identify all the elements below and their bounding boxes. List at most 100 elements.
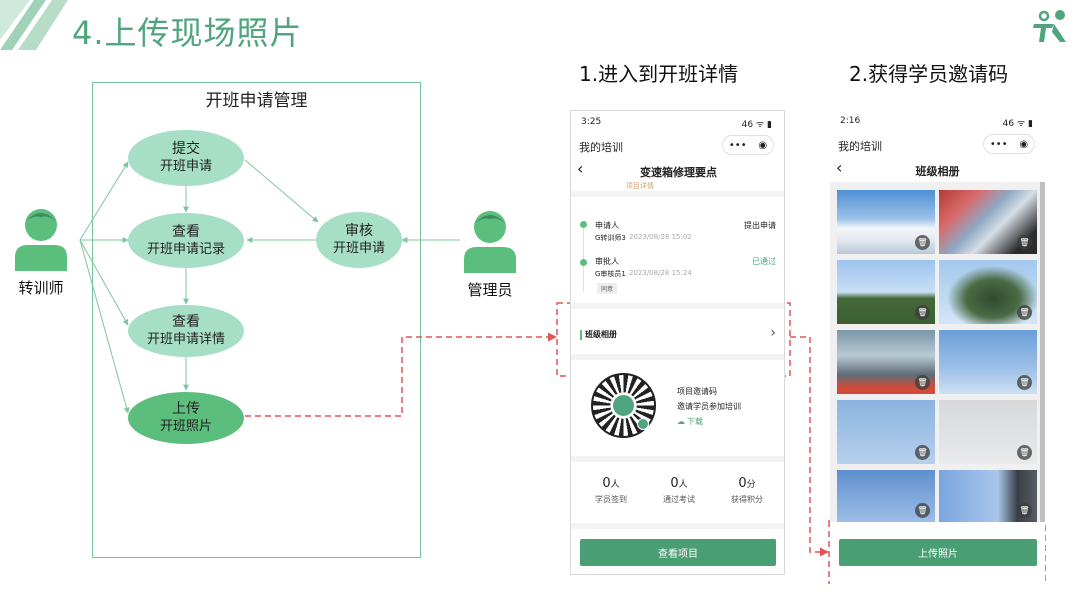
page-title: 变速箱修理要点 — [640, 166, 717, 179]
timeline-name: G审核员1 — [595, 270, 626, 278]
status-icons: 46 ᯤ ▮ — [1002, 119, 1033, 129]
stat-unit: 人 — [678, 480, 688, 490]
stat-value: 0 — [602, 476, 611, 491]
upload-photo-button[interactable]: 上传照片 — [839, 539, 1037, 566]
back-icon[interactable]: ‹ — [836, 158, 843, 177]
download-label: 下载 — [687, 417, 703, 426]
stat-label: 获得积分 — [731, 495, 763, 504]
stat-unit: 人 — [610, 480, 620, 490]
trash-icon[interactable]: 🗑 — [1017, 445, 1032, 460]
invite-code-label: 项目邀请码 — [677, 387, 717, 396]
more-icon[interactable]: ••• — [989, 138, 1008, 150]
timeline-time: 2023/08/28 15:24 — [629, 269, 692, 277]
timeline-dot — [580, 259, 587, 266]
view-detail-line1: 查看 — [172, 314, 200, 330]
timeline-line — [583, 224, 584, 292]
timeline-time: 2023/08/28 15:02 — [629, 233, 692, 241]
trash-icon[interactable]: 🗑 — [915, 305, 930, 320]
scrollbar[interactable] — [1040, 182, 1045, 522]
timeline-role: 申请人 — [595, 221, 619, 230]
stat-label: 学员签到 — [595, 495, 627, 504]
view-records-line2: 开班申请记录 — [146, 241, 225, 257]
review-node-line1: 审核 — [345, 223, 373, 239]
album-photo[interactable]: 🗑 — [939, 400, 1037, 464]
album-photo[interactable]: 🗑 — [939, 470, 1037, 522]
timeline-status: 提出申请 — [744, 221, 776, 230]
admin-actor-icon — [464, 211, 516, 273]
cloud-download-icon: ☁ — [677, 417, 685, 426]
qr-badge-icon — [637, 418, 649, 430]
page-title: 班级相册 — [915, 165, 960, 178]
timeline-status: 已通过 — [752, 257, 776, 266]
trainer-actor-label: 转训师 — [18, 279, 64, 297]
step2-title: 2.获得学员邀请码 — [849, 62, 1009, 86]
mini-program-label: 我的培训 — [579, 141, 623, 154]
trash-icon[interactable]: 🗑 — [915, 235, 930, 250]
timeline-role: 审批人 — [595, 257, 619, 266]
status-time: 2:16 — [840, 116, 861, 126]
status-time: 3:25 — [581, 117, 602, 127]
stat-exam: 0人 通过考试 — [651, 476, 707, 505]
trainer-actor-icon — [15, 209, 67, 271]
upload-node-line2: 开班照片 — [159, 419, 212, 434]
stat-value: 0 — [738, 476, 747, 491]
album-photo[interactable]: 🗑 — [939, 260, 1037, 324]
timeline-name: G转训师3 — [595, 234, 626, 242]
album-label: 班级相册 — [585, 330, 617, 339]
timeline-dot — [580, 221, 587, 228]
more-icon[interactable]: ••• — [728, 139, 747, 151]
admin-actor-label: 管理员 — [467, 281, 513, 299]
album-photo[interactable]: 🗑 — [939, 330, 1037, 394]
mini-program-capsule[interactable]: ••• ◉ — [983, 134, 1035, 154]
view-detail-node: 查看 开班申请详情 — [128, 305, 244, 357]
invite-description: 邀请学员参加培训 — [677, 402, 741, 411]
title-decoration — [0, 0, 68, 50]
mini-program-label: 我的培训 — [838, 140, 882, 153]
album-photo[interactable]: 🗑 — [837, 260, 935, 324]
trash-icon[interactable]: 🗑 — [1017, 503, 1032, 518]
phone-project-detail: 3:25 46 ᯤ ▮ 我的培训 ••• ◉ ‹ 变速箱修理要点 项目详情 申请… — [570, 110, 785, 575]
page-title: 4.上传现场照片 — [72, 14, 303, 52]
close-icon[interactable]: ◉ — [1019, 138, 1029, 150]
trash-icon[interactable]: 🗑 — [1017, 305, 1032, 320]
stat-value: 0 — [670, 476, 679, 491]
submit-node-line2: 开班申请 — [159, 159, 212, 174]
review-application-node: 审核 开班申请 — [316, 212, 402, 268]
album-photo[interactable]: 🗑 — [837, 190, 935, 254]
back-icon[interactable]: ‹ — [577, 159, 584, 178]
view-records-line1: 查看 — [172, 223, 200, 240]
step1-title: 1.进入到开班详情 — [579, 62, 739, 86]
upload-photos-node: 上传 开班照片 — [128, 392, 244, 444]
trash-icon[interactable]: 🗑 — [1017, 235, 1032, 250]
download-link[interactable]: ☁ 下载 — [677, 416, 703, 427]
brand-logo-icon — [1033, 10, 1066, 42]
submit-node-line1: 提交 — [172, 141, 200, 157]
stat-signin: 0人 学员签到 — [583, 476, 639, 505]
view-records-node: 查看 开班申请记录 — [128, 213, 244, 268]
mini-program-capsule[interactable]: ••• ◉ — [722, 135, 774, 155]
trash-icon[interactable]: 🗑 — [915, 503, 930, 518]
album-photo[interactable]: 🗑 — [837, 470, 935, 522]
review-node-line2: 开班申请 — [332, 241, 385, 256]
chevron-right-icon: › — [770, 325, 776, 341]
qr-center-logo-icon — [611, 393, 636, 418]
view-project-button[interactable]: 查看项目 — [580, 539, 776, 566]
accent-bar — [580, 330, 582, 340]
submit-application-node: 提交 开班申请 — [128, 130, 244, 186]
album-photo[interactable]: 🗑 — [837, 330, 935, 394]
view-detail-line2: 开班申请详情 — [146, 332, 225, 347]
faded-header-text: 项目详情 — [626, 182, 654, 190]
album-photo[interactable]: 🗑 — [837, 400, 935, 464]
close-icon[interactable]: ◉ — [758, 139, 768, 151]
trash-icon[interactable]: 🗑 — [915, 375, 930, 390]
album-photo[interactable]: 🗑 — [939, 190, 1037, 254]
trash-icon[interactable]: 🗑 — [915, 445, 930, 460]
status-icons: 46 ᯤ ▮ — [741, 120, 772, 130]
stat-points: 0分 获得积分 — [719, 476, 775, 505]
upload-node-line1: 上传 — [172, 401, 200, 417]
stat-label: 通过考试 — [663, 495, 695, 504]
class-album-row[interactable]: 班级相册 › — [571, 318, 784, 352]
diagram-frame-title: 开班申请管理 — [205, 91, 308, 111]
approval-note: 同意 — [597, 283, 618, 294]
trash-icon[interactable]: 🗑 — [1017, 375, 1032, 390]
